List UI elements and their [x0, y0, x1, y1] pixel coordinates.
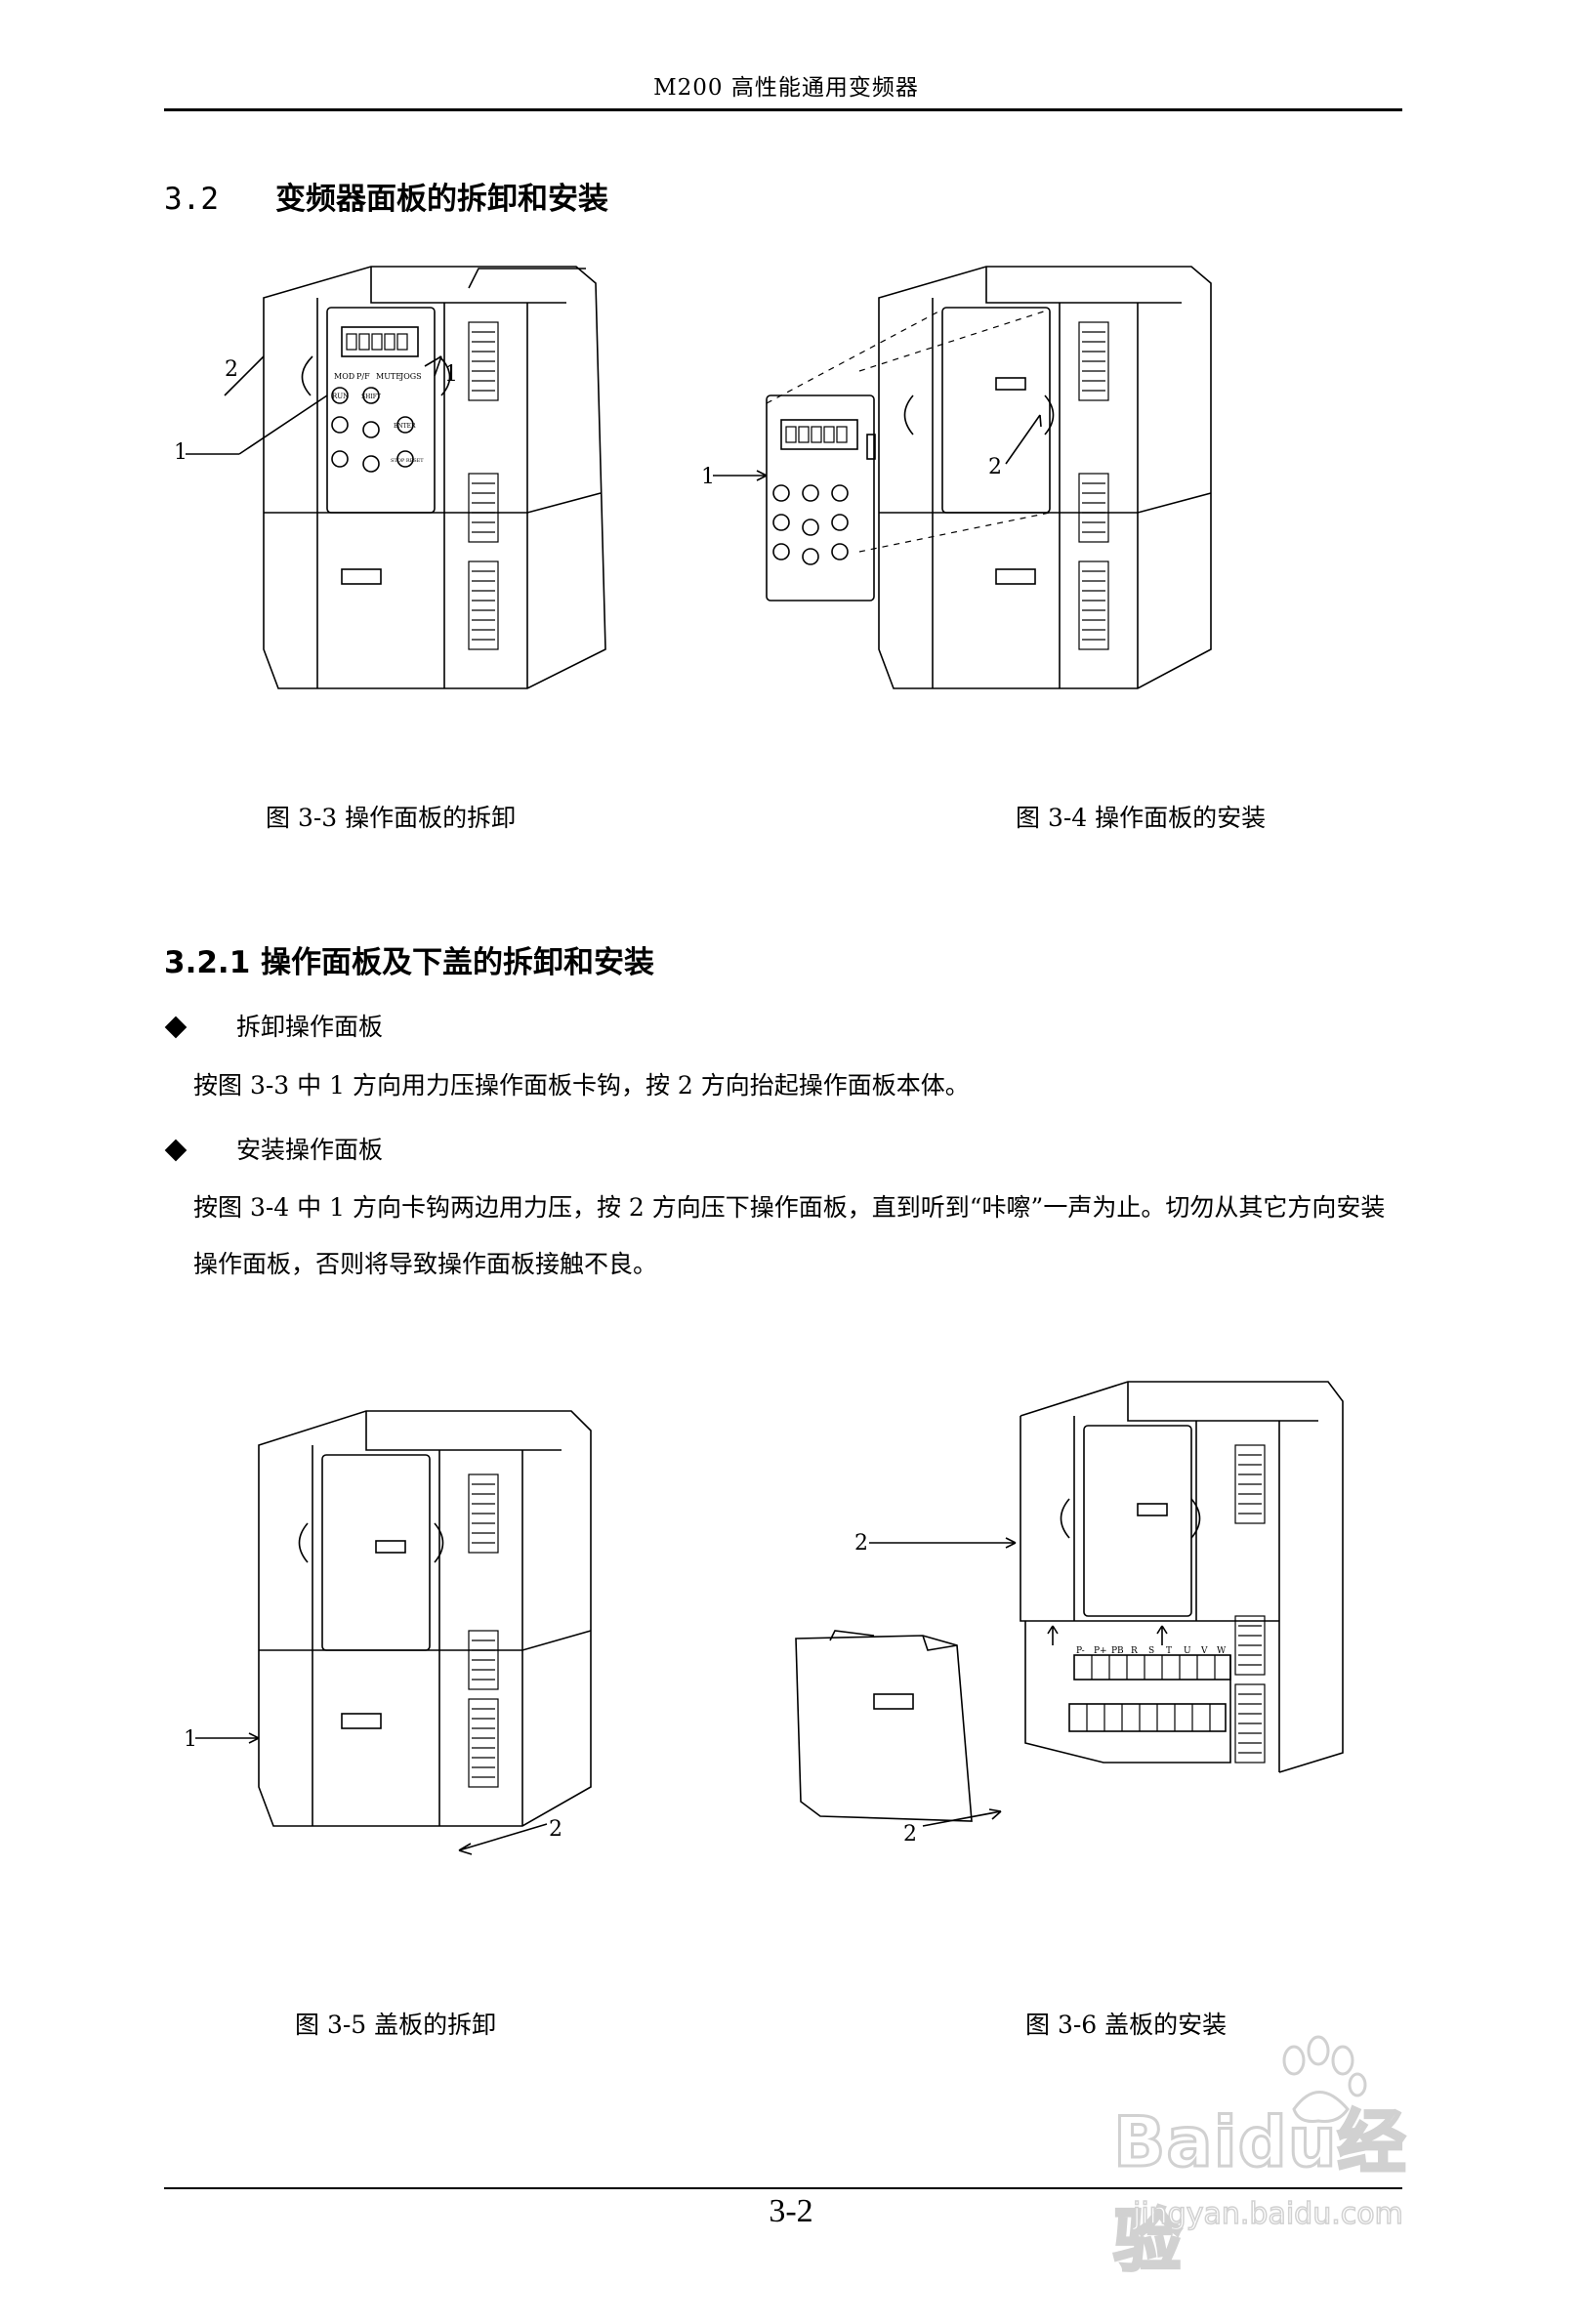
section-number: 3.2 — [164, 182, 219, 217]
figure-3-4-panel-installation: 1 2 — [701, 249, 1212, 698]
caption-figure-3-4: 图 3-4 操作面板的安装 — [1016, 804, 1267, 832]
paw-icon — [1282, 2035, 1367, 2123]
panel-label-stop: STOP RESET — [391, 458, 424, 464]
watermark-url: jingyan.baidu.com — [1132, 2196, 1403, 2232]
running-header: M200 高性能通用变频器 — [653, 75, 919, 101]
terminal-label-pb: PB — [1111, 1646, 1124, 1656]
inverter-drawing-3-4: 1 2 — [701, 266, 1212, 689]
watermark-brand: Baidu经验 — [1112, 2101, 1408, 2283]
terminal-label-v: V — [1200, 1646, 1208, 1656]
fig33-callout-2: 2 — [225, 357, 238, 382]
terminal-label-r: R — [1131, 1646, 1138, 1656]
fig34-callout-1: 1 — [701, 465, 715, 489]
fig36-callout-2-top: 2 — [854, 1531, 868, 1556]
panel-label-pf: P/F — [356, 372, 370, 381]
fig33-callout-1-left: 1 — [174, 440, 187, 465]
panel-label-mute: MUTE — [376, 372, 401, 381]
inverter-drawing-3-6: P- P+ PB R S T U V W 2 2 — [795, 1381, 1344, 1847]
subsection-heading: 3.2.1 操作面板及下盖的拆卸和安装 — [164, 945, 655, 980]
bullet-heading-install: 安装操作面板 — [236, 1136, 384, 1164]
paragraph-remove-panel: 按图 3-3 中 1 方向用力压操作面板卡钩，按 2 方向抬起操作面板本体。 — [193, 1071, 970, 1100]
bullet-remove-panel: 拆卸操作面板 — [164, 1008, 384, 1043]
paragraph-install-panel: 按图 3-4 中 1 方向卡钩两边用力压，按 2 方向压下操作面板，直到听到“咔… — [193, 1193, 1386, 1278]
inverter-drawing-3-5: 1 2 — [184, 1410, 592, 1855]
footer-rule — [164, 2187, 1402, 2189]
inverter-drawing-3-3: MOD P/F MUTE JOGS RUN SHIFT ENTER STOP R… — [174, 266, 606, 689]
bullet-heading-remove: 拆卸操作面板 — [236, 1013, 384, 1041]
fig34-callout-2: 2 — [988, 455, 1002, 479]
fig35-callout-1: 1 — [184, 1727, 197, 1752]
fig33-callout-1-right: 1 — [444, 362, 458, 387]
figure-3-3-panel-removal: MOD P/F MUTE JOGS RUN SHIFT ENTER STOP R… — [174, 249, 606, 698]
caption-figure-3-6: 图 3-6 盖板的安装 — [1025, 2011, 1228, 2039]
panel-label-enter: ENTER — [394, 423, 416, 430]
caption-figure-3-3: 图 3-3 操作面板的拆卸 — [266, 804, 517, 832]
terminal-label-p-minus: P- — [1076, 1646, 1085, 1656]
panel-label-mod: MOD — [334, 372, 354, 381]
terminal-label-t: T — [1166, 1646, 1172, 1656]
figure-3-5-cover-removal: 1 2 — [184, 1387, 615, 1875]
section-title-text: 变频器面板的拆卸和安装 — [275, 182, 608, 217]
bullet-install-panel: 安装操作面板 — [164, 1131, 384, 1166]
header-rule — [164, 108, 1402, 111]
terminal-label-p-plus: P+ — [1094, 1646, 1107, 1656]
fig35-callout-2: 2 — [549, 1817, 562, 1842]
caption-figure-3-5: 图 3-5 盖板的拆卸 — [295, 2011, 497, 2039]
fig36-callout-2-bottom: 2 — [903, 1822, 917, 1847]
section-heading: 3.2 变频器面板的拆卸和安装 — [164, 174, 608, 218]
figure-3-6-cover-installation: P- P+ PB R S T U V W 2 2 — [781, 1362, 1348, 1889]
baidu-jingyan-watermark: Baidu经验 jingyan.baidu.com — [1103, 2035, 1475, 2283]
diamond-bullet-icon — [164, 1016, 187, 1038]
terminal-label-w: W — [1217, 1646, 1227, 1656]
diamond-bullet-icon — [164, 1139, 187, 1161]
panel-label-run: RUN — [332, 393, 349, 400]
terminal-label-u: U — [1184, 1646, 1191, 1656]
panel-label-shift: SHIFT — [361, 394, 381, 400]
page-number: 3-2 — [769, 2193, 813, 2229]
panel-label-jogs: JOGS — [399, 372, 422, 381]
terminal-label-s: S — [1148, 1646, 1154, 1656]
